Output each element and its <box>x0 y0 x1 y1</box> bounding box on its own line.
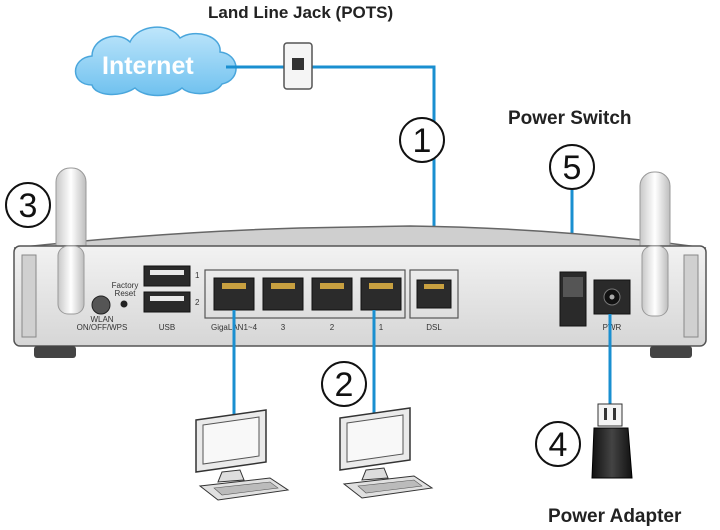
callout-5: 5 <box>549 144 595 190</box>
usb-2-label: 2 <box>195 298 200 307</box>
factory-reset-label-line1: Factory <box>112 281 139 290</box>
power-jack[interactable] <box>593 279 631 315</box>
wlan-wps-button[interactable] <box>91 295 111 315</box>
svg-text:1: 1 <box>413 122 432 160</box>
dsl-port[interactable] <box>416 279 452 309</box>
power-adapter-label: Power Adapter <box>548 506 682 527</box>
wlan-label-line2: ON/OFF/WPS <box>77 323 128 332</box>
lan-port-4[interactable] <box>213 277 255 311</box>
svg-text:5: 5 <box>563 149 582 187</box>
lan-2-label: 2 <box>330 323 335 332</box>
internet-cloud-icon <box>74 26 237 97</box>
svg-text:2: 2 <box>335 366 354 404</box>
internet-label: Internet <box>102 52 194 80</box>
land-line-jack-label: Land Line Jack (POTS) <box>208 3 393 22</box>
dsl-label: DSL <box>426 323 442 332</box>
lan-3-label: 3 <box>281 323 286 332</box>
usb-port-2[interactable] <box>143 291 191 313</box>
callout-2: 2 <box>321 361 367 407</box>
router-foot-right <box>650 346 692 358</box>
lan-1-label: 1 <box>379 323 384 332</box>
lan-port-1[interactable] <box>360 277 402 311</box>
svg-text:3: 3 <box>19 187 38 225</box>
power-adapter-icon <box>591 403 633 479</box>
power-switch[interactable] <box>559 271 587 327</box>
callout-4: 4 <box>535 421 581 467</box>
router-foot-left <box>34 346 76 358</box>
callout-3: 3 <box>5 182 51 228</box>
callout-1: 1 <box>399 117 445 163</box>
factory-reset-button[interactable] <box>120 300 128 308</box>
power-switch-label: Power Switch <box>508 108 632 129</box>
usb-port-1[interactable] <box>143 265 191 287</box>
jack-to-dsl-cable <box>312 65 436 282</box>
lan-port-2[interactable] <box>311 277 353 311</box>
factory-reset-label-line2: Reset <box>115 289 137 298</box>
land-line-jack-icon <box>283 42 313 90</box>
computer-icon <box>339 407 434 499</box>
dsl-port-frame <box>409 269 459 319</box>
lan-port-3[interactable] <box>262 277 304 311</box>
usb-label: USB <box>159 323 175 332</box>
wlan-label-line1: WLAN <box>90 315 113 324</box>
pwr-label: PWR <box>603 323 622 332</box>
lan-port-group <box>204 269 406 319</box>
usb-1-label: 1 <box>195 271 200 280</box>
svg-text:4: 4 <box>549 426 568 464</box>
router-top <box>13 225 707 249</box>
computer-icon <box>195 409 290 501</box>
